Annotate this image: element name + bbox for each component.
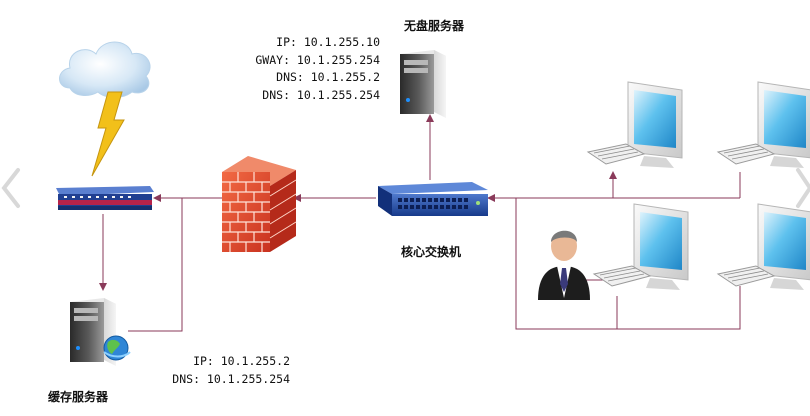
config-line: DNS: 10.1.255.254: [172, 371, 290, 386]
links: [99, 114, 741, 332]
link-cache-firewall: [128, 198, 183, 332]
globe-icon: [103, 335, 131, 361]
router-icon: [56, 186, 154, 210]
lightning-icon: [91, 91, 125, 177]
core-switch-label: 核心交换机: [401, 245, 462, 259]
computer-icon: [586, 81, 683, 168]
computer-icon: [716, 81, 810, 168]
link-trunk-lower: [515, 198, 741, 330]
user-icon: [538, 230, 590, 300]
cache-server-config: IP: 10.1.255.2 DNS: 10.1.255.254: [172, 353, 290, 388]
computer-icon: [716, 203, 810, 290]
server-icon: [400, 50, 446, 118]
diskless-server-config: IP: 10.1.255.10 GWAY: 10.1.255.254 DNS: …: [255, 34, 380, 104]
chevron-right-icon[interactable]: [796, 168, 810, 208]
chevron-left-icon[interactable]: [1, 168, 20, 208]
cloud-icon: [59, 41, 151, 98]
config-line: IP: 10.1.255.2: [193, 354, 290, 368]
diskless-server-label: 无盘服务器: [404, 19, 465, 33]
config-line: DNS: 10.1.255.254: [262, 87, 380, 102]
config-line: DNS: 10.1.255.2: [276, 70, 380, 84]
config-line: GWAY: 10.1.255.254: [255, 52, 380, 67]
computer-icon: [592, 203, 689, 290]
config-line: IP: 10.1.255.10: [276, 35, 380, 49]
cache-server-label: 缓存服务器: [48, 390, 109, 404]
firewall-icon: [222, 156, 297, 252]
switch-icon: [378, 182, 488, 216]
